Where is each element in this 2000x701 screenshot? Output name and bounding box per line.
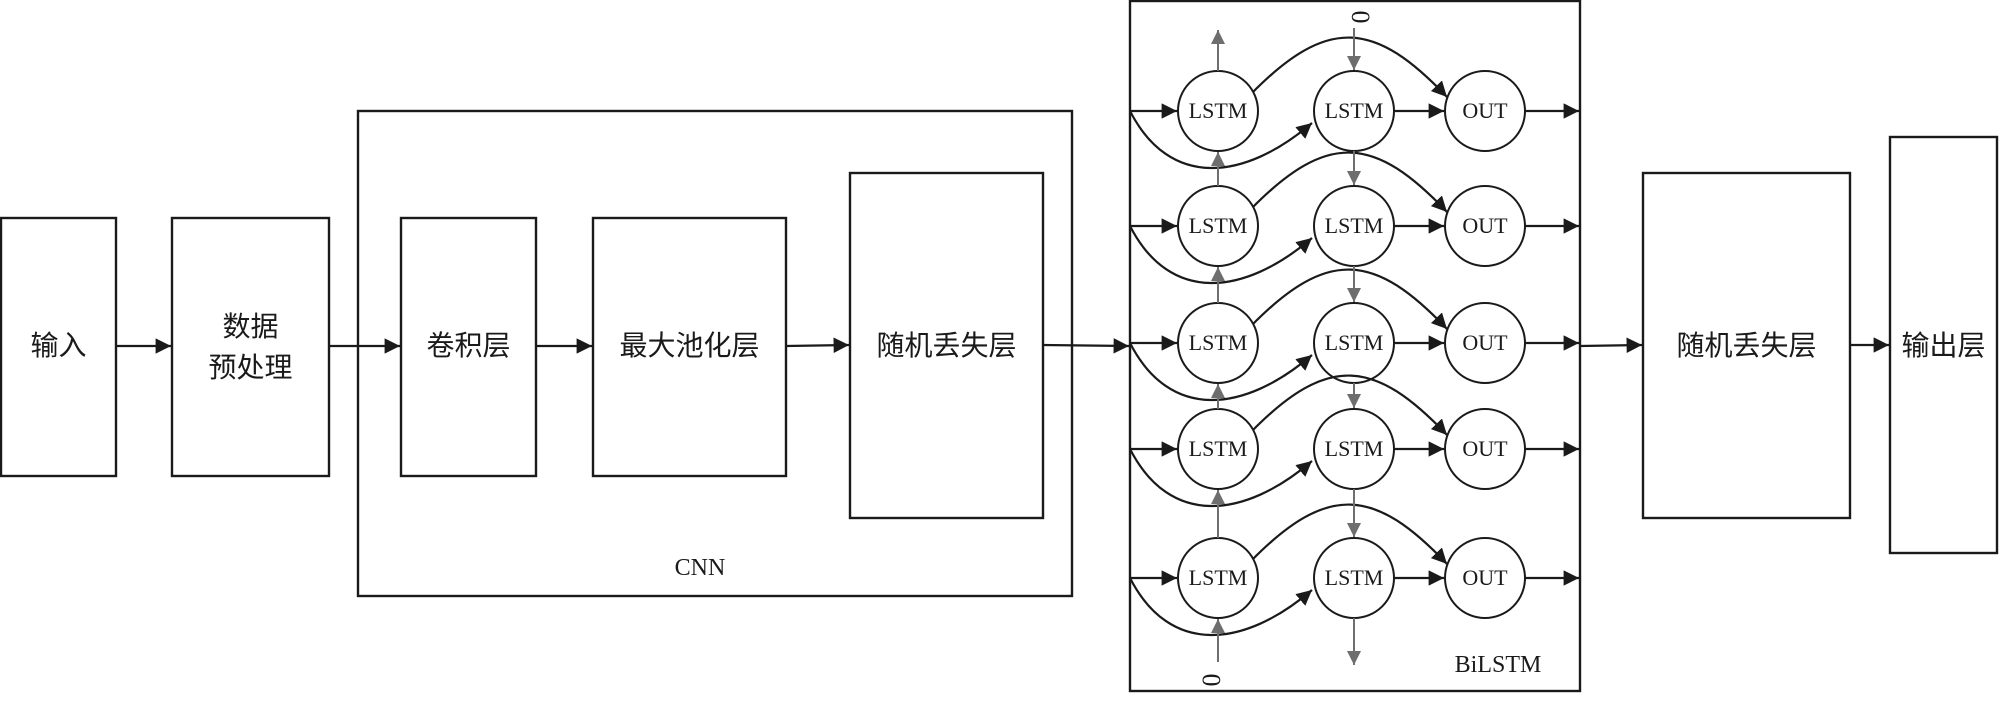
- out-cell-4: [1444, 408, 1526, 490]
- forward-lstm-cell-label-1: LSTM: [1189, 98, 1248, 123]
- forward-lstm-cell-label-2: LSTM: [1189, 213, 1248, 238]
- arrow-dropout-to-bilstm: [1042, 338, 1130, 354]
- forward-lstm-to-out-4: [1251, 374, 1448, 436]
- backward-lstm-cell-label-3: LSTM: [1325, 330, 1384, 355]
- input-to-backward-lstm-4: [1129, 448, 1313, 508]
- out-cell-5: [1444, 537, 1526, 619]
- input-to-backward-lstm-1: [1129, 110, 1313, 170]
- conv-layer-block: 卷积层: [399, 216, 538, 478]
- cnn-group-label: CNN: [675, 555, 726, 581]
- backward-lstm-cell-label-4: LSTM: [1325, 436, 1384, 461]
- out-cell-label-4: OUT: [1462, 436, 1508, 461]
- maxpool-layer-block: 最大池化层: [591, 216, 788, 478]
- out-cell-label-5: OUT: [1462, 565, 1508, 590]
- maxpool-layer-label: 最大池化层: [619, 329, 759, 362]
- forward-lstm-to-out-1: [1251, 36, 1448, 98]
- input-to-backward-lstm-5: [1129, 577, 1313, 637]
- out-cell-label-1: OUT: [1462, 98, 1508, 123]
- backward-lstm-cell-label-2: LSTM: [1325, 213, 1384, 238]
- out-cell-label-3: OUT: [1462, 330, 1508, 355]
- forward-lstm-to-out-2: [1251, 151, 1448, 213]
- output-layer-label: 输出层: [1901, 329, 1985, 362]
- forward-lstm-to-out-5: [1251, 503, 1448, 565]
- out-cell-3: [1444, 302, 1526, 384]
- preprocess-block: 数据 预处理: [170, 216, 331, 478]
- dropout-layer-output-block: 随机丢失层: [1641, 171, 1852, 520]
- out-cell-label-2: OUT: [1462, 213, 1508, 238]
- backward-initial-state-zero: 0: [1346, 11, 1375, 24]
- preprocess-block-label-line1: 数据: [222, 310, 278, 343]
- backward-lstm-cell-label-5: LSTM: [1325, 565, 1384, 590]
- dropout-layer-cnn-block: 随机丢失层: [848, 171, 1045, 520]
- bilstm-group-label: BiLSTM: [1455, 652, 1542, 678]
- dropout-layer-output-label: 随机丢失层: [1676, 329, 1816, 362]
- input-block-label: 输入: [30, 329, 86, 362]
- output-layer-block: 输出层: [1888, 135, 1999, 555]
- forward-lstm-cell-label-5: LSTM: [1189, 565, 1248, 590]
- out-cell-1: [1444, 70, 1526, 152]
- backward-lstm-cell-label-1: LSTM: [1325, 98, 1384, 123]
- bilstm-grid: LSTM LSTM OUT LSTM LSTM OUT LSTM LSTM OUT LSTM LST…: [1129, 11, 1579, 687]
- forward-lstm-cell-label-4: LSTM: [1189, 436, 1248, 461]
- preprocess-block-label-line2: 预处理: [208, 351, 292, 384]
- dropout-layer-cnn-label: 随机丢失层: [876, 329, 1016, 362]
- out-cell-2: [1444, 185, 1526, 267]
- forward-lstm-cell-label-3: LSTM: [1189, 330, 1248, 355]
- forward-lstm-to-out-3: [1251, 268, 1448, 330]
- input-to-backward-lstm-3: [1129, 342, 1313, 402]
- input-block: 输入: [0, 216, 118, 478]
- arrow-bilstm-to-dropout: [1579, 337, 1643, 353]
- arrow-maxpool-to-dropout: [785, 337, 850, 353]
- forward-initial-state-zero: 0: [1197, 674, 1226, 687]
- cnn-group-frame: [356, 109, 1074, 598]
- conv-layer-label: 卷积层: [426, 329, 510, 362]
- input-to-backward-lstm-2: [1129, 225, 1313, 285]
